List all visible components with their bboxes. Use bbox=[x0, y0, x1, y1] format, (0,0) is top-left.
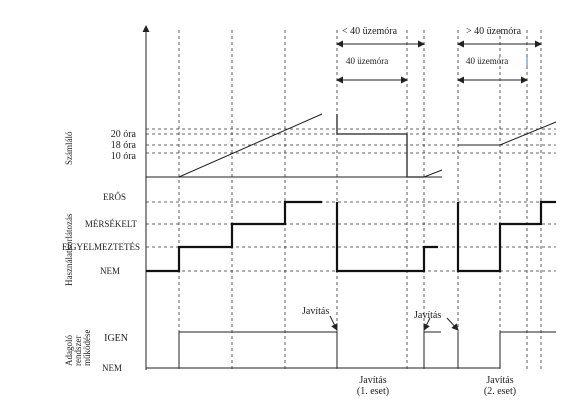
level-nem-restriction: NEM bbox=[100, 266, 120, 276]
h40b-label: 40 üzemóra bbox=[466, 56, 508, 66]
lt40-label: < 40 üzemóra bbox=[342, 26, 398, 37]
row-label-restriction: Használatkorlátozás bbox=[64, 213, 74, 286]
counter-signal bbox=[146, 113, 557, 178]
restriction-signal bbox=[146, 200, 556, 273]
gt40-label: > 40 üzemóra bbox=[466, 26, 522, 37]
row-label-counter: Számláló bbox=[64, 131, 74, 165]
row-label-dosing: Adagolórendszerműködése bbox=[64, 330, 92, 367]
row-label-dosing-line: működése bbox=[82, 330, 92, 367]
case2-title: Javítás bbox=[486, 375, 513, 386]
time-markers bbox=[178, 30, 542, 370]
row-label-dosing-line: Adagoló bbox=[64, 335, 74, 366]
level-igen: IGEN bbox=[104, 333, 128, 344]
level-20h: 20 óra bbox=[111, 129, 137, 140]
level-eros: ERŐS bbox=[103, 192, 126, 202]
level-10h: 10 óra bbox=[111, 151, 137, 162]
dosing-signal bbox=[146, 315, 556, 369]
row-label-dosing-line: rendszer bbox=[73, 336, 83, 366]
case1-subtitle: (1. eset) bbox=[357, 386, 389, 397]
repair-label-2: Javítás bbox=[414, 310, 441, 321]
h40a-label: 40 üzemóra bbox=[346, 56, 388, 66]
level-figyelmeztetes: FIGYELMEZTETÉS bbox=[62, 242, 140, 252]
counter-level-lines bbox=[146, 128, 556, 154]
case1-title: Javítás bbox=[359, 375, 386, 386]
interval-annotations: < 40 üzemóra 40 üzemóra > 40 üzemóra 40 … bbox=[336, 26, 542, 84]
level-18h: 18 óra bbox=[111, 140, 137, 151]
case2-subtitle: (2. eset) bbox=[484, 386, 516, 397]
level-merseklelt: MÉRSÉKELT bbox=[85, 219, 138, 229]
restriction-level-lines bbox=[146, 201, 556, 272]
level-nem-dosing: NEM bbox=[102, 363, 122, 373]
repair-label-1: Javítás bbox=[302, 306, 329, 317]
